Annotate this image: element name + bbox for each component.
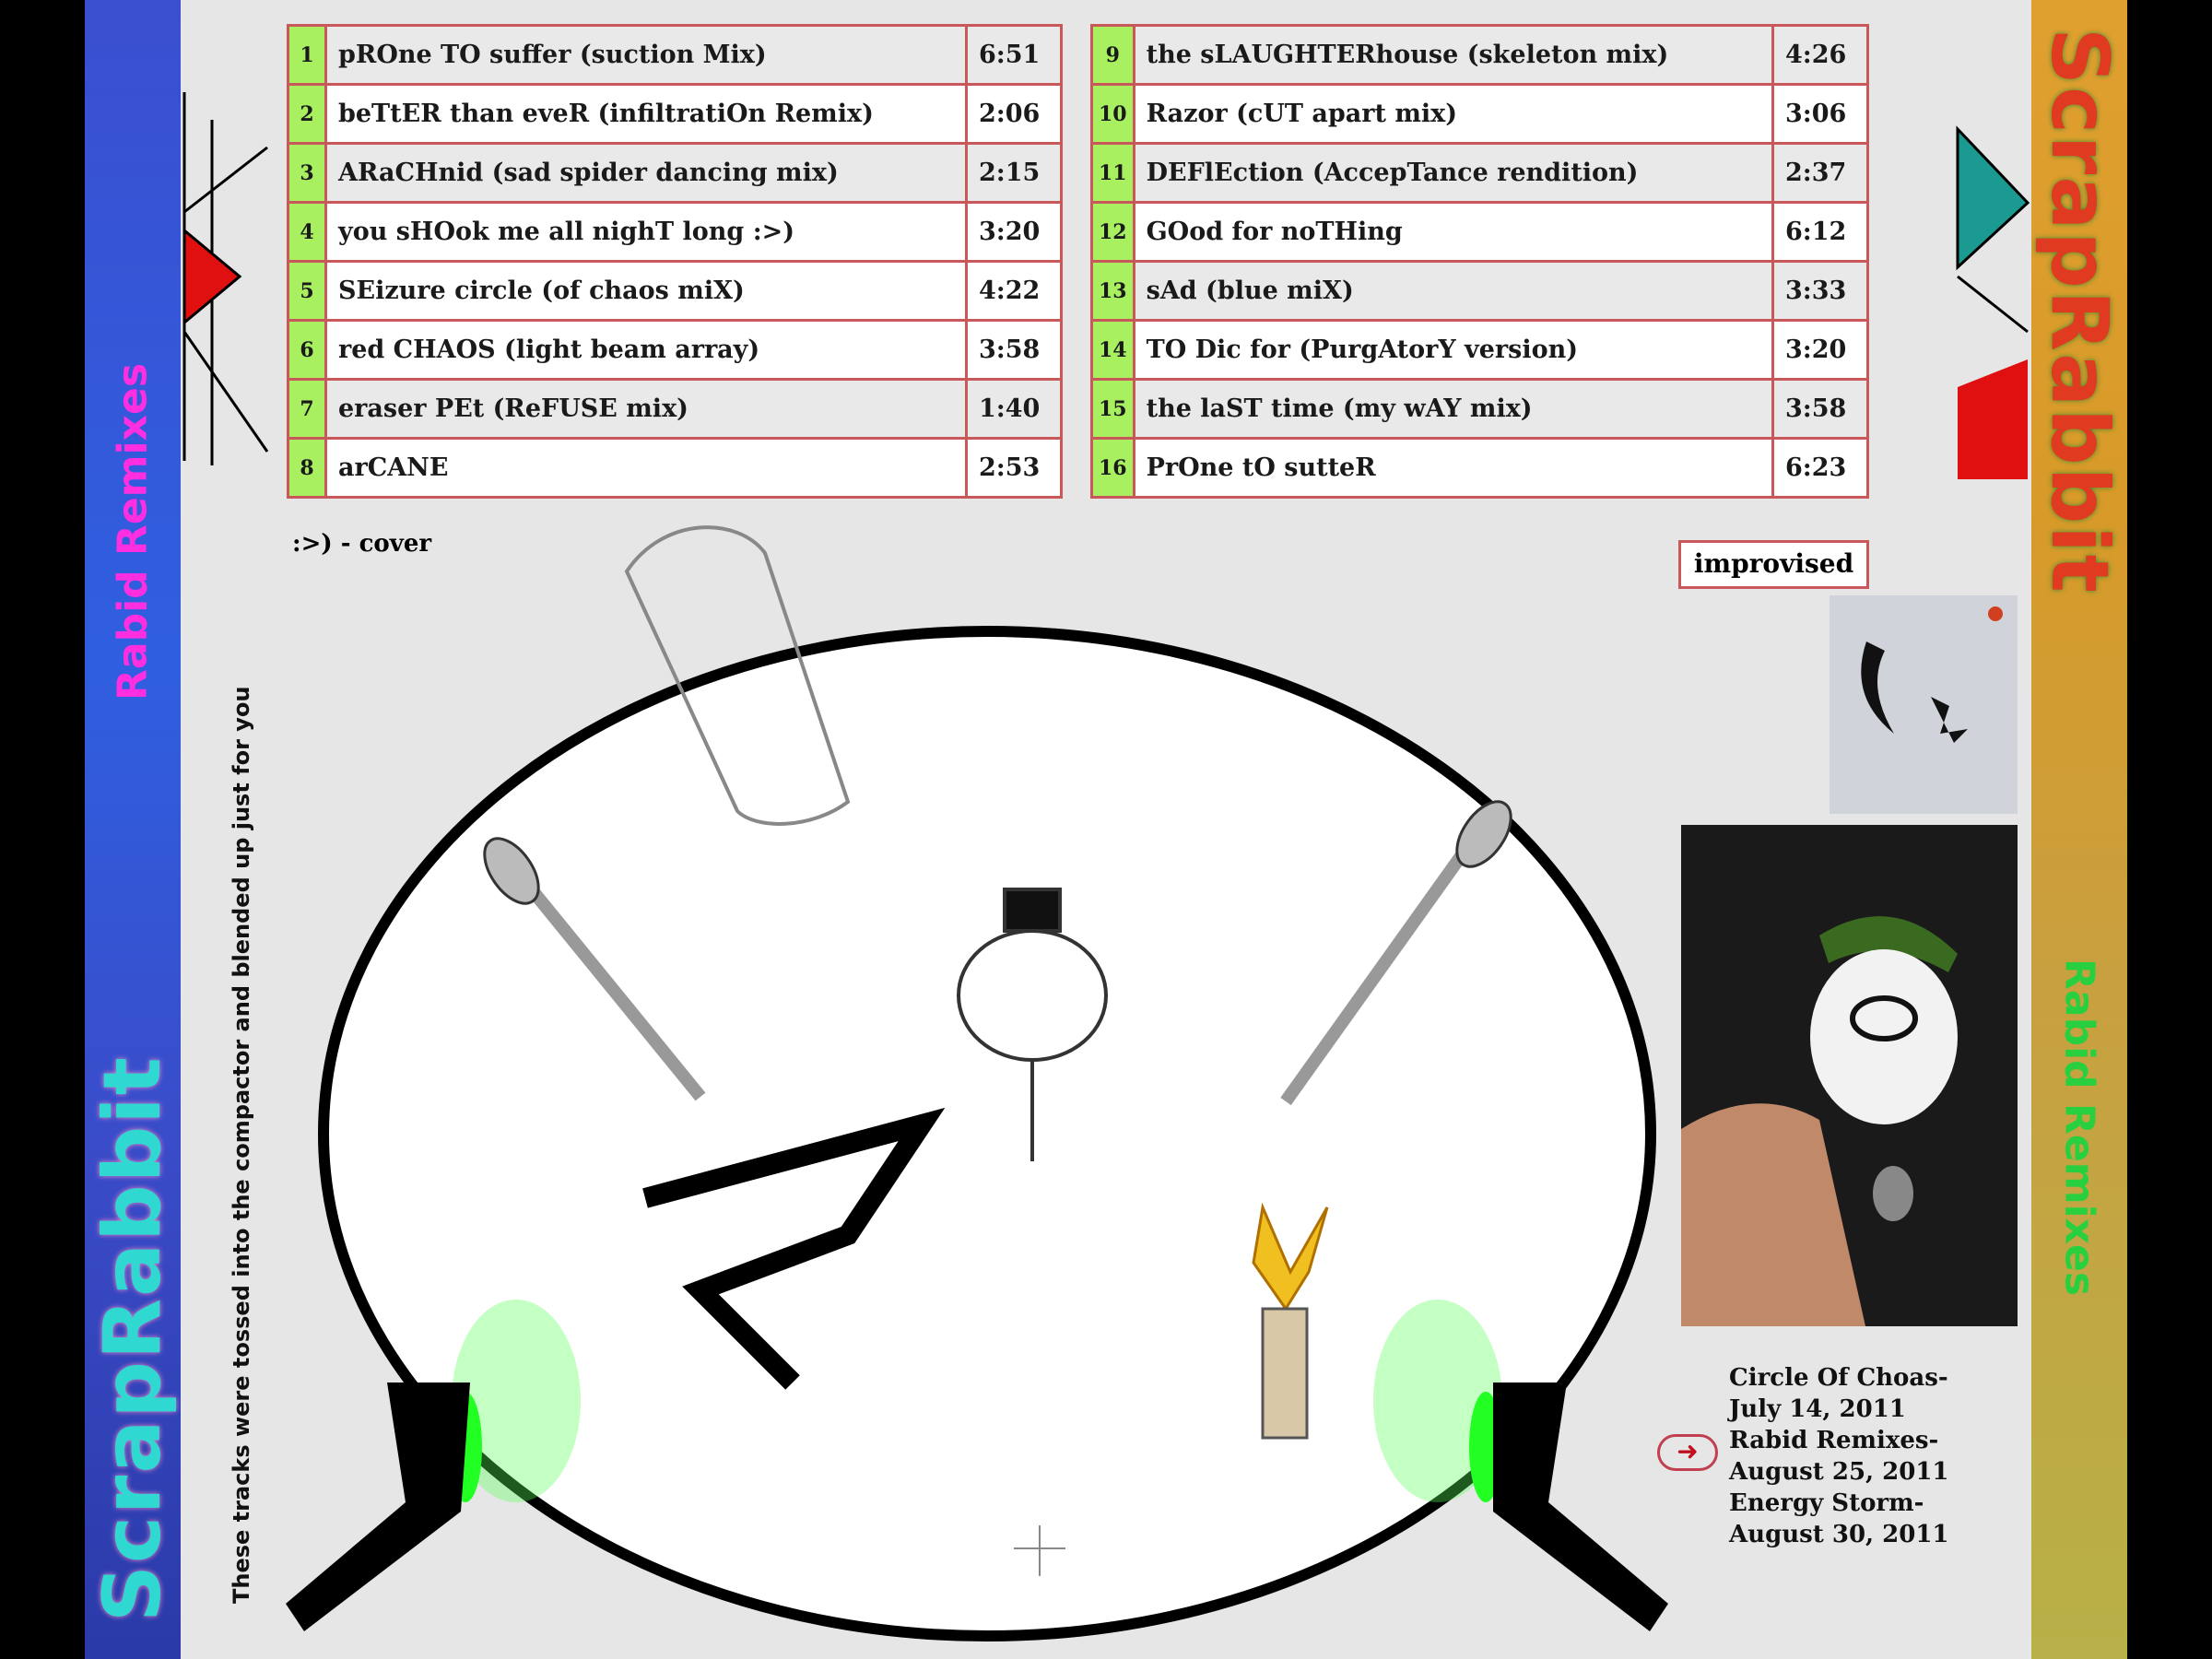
track-number: 9 — [1090, 24, 1135, 86]
track-duration: 6:23 — [1771, 437, 1869, 499]
spine-left-subtitle: Rabid Remixes — [109, 362, 157, 700]
track-duration: 3:06 — [1771, 83, 1869, 145]
speaker-right — [1373, 1300, 1668, 1631]
spine-left: ScrapRabbit Rabid Remixes — [85, 0, 181, 1659]
track-number: 16 — [1090, 437, 1135, 499]
release-name: Rabid Remixes- — [1729, 1427, 1939, 1454]
track-duration: 4:26 — [1771, 24, 1869, 86]
release-date: August 30, 2011 — [1729, 1521, 1949, 1548]
photo-dark-shape — [1830, 595, 2018, 814]
cover-note: :>) - cover — [292, 530, 432, 558]
release-name: Circle Of Choas- — [1729, 1364, 1948, 1392]
track-title: DEFlEction (AccepTance rendition) — [1132, 142, 1775, 204]
improvised-label: improvised — [1678, 540, 1869, 589]
torch-drawing — [1252, 1202, 1329, 1440]
crosshair-icon — [1014, 1525, 1065, 1576]
track-duration: 3:58 — [1771, 378, 1869, 440]
release-name: Energy Storm- — [1729, 1489, 1924, 1517]
track-duration: 1:40 — [965, 378, 1063, 440]
track-title: the laST time (my wAY mix) — [1132, 378, 1775, 440]
track-number: 7 — [287, 378, 327, 440]
photo-performer — [1681, 825, 2018, 1326]
track-duration: 3:33 — [1771, 260, 1869, 322]
track-number: 1 — [287, 24, 327, 86]
track-duration: 2:15 — [965, 142, 1063, 204]
track-duration: 6:51 — [965, 24, 1063, 86]
decor-triangles-right — [1956, 125, 2030, 479]
track-title: arCANE — [324, 437, 968, 499]
track-duration: 2:06 — [965, 83, 1063, 145]
speaker-left — [286, 1300, 581, 1631]
track-number: 6 — [287, 319, 327, 381]
track-title: eraser PEt (ReFUSE mix) — [324, 378, 968, 440]
track-number: 14 — [1090, 319, 1135, 381]
release-date: August 25, 2011 — [1729, 1458, 1949, 1486]
track-number: 3 — [287, 142, 327, 204]
trash-can-drawing — [624, 525, 851, 826]
decor-triangles-left — [182, 92, 269, 465]
right-arrow-icon: ➜ — [1657, 1434, 1718, 1471]
track-number: 11 — [1090, 142, 1135, 204]
track-number: 4 — [287, 201, 327, 263]
track-title: ARaCHnid (sad spider dancing mix) — [324, 142, 968, 204]
side-caption: These tracks were tossed into the compac… — [229, 686, 254, 1604]
track-title: the sLAUGHTERhouse (skeleton mix) — [1132, 24, 1775, 86]
track-duration: 4:22 — [965, 260, 1063, 322]
track-title: red CHAOS (light beam array) — [324, 319, 968, 381]
track-number: 13 — [1090, 260, 1135, 322]
release-date: July 14, 2011 — [1729, 1395, 1906, 1423]
track-duration: 2:37 — [1771, 142, 1869, 204]
black-scribble — [642, 1107, 946, 1390]
track-title: you sHOok me all nighT long :>) — [324, 201, 968, 263]
spotlight-right — [1280, 800, 1512, 1106]
track-title: GOod for noTHing — [1132, 201, 1775, 263]
track-number: 10 — [1090, 83, 1135, 145]
track-title: TO Dic for (PurgAtorY version) — [1132, 319, 1775, 381]
track-number: 12 — [1090, 201, 1135, 263]
track-duration: 6:12 — [1771, 201, 1869, 263]
spine-right: ScrapRabbit Rabid Remixes — [2031, 0, 2127, 1659]
spine-right-title: ScrapRabbit — [2033, 28, 2125, 594]
spine-right-subtitle: Rabid Remixes — [2055, 959, 2103, 1297]
track-number: 5 — [287, 260, 327, 322]
track-title: SEizure circle (of chaos miX) — [324, 260, 968, 322]
track-duration: 3:58 — [965, 319, 1063, 381]
track-number: 15 — [1090, 378, 1135, 440]
rabbit-singer-drawing — [957, 888, 1108, 1161]
track-duration: 3:20 — [965, 201, 1063, 263]
stage-circle — [318, 626, 1656, 1641]
track-title: pROne TO suffer (suction Mix) — [324, 24, 968, 86]
track-title: sAd (blue miX) — [1132, 260, 1775, 322]
track-title: Razor (cUT apart mix) — [1132, 83, 1775, 145]
track-number: 2 — [287, 83, 327, 145]
track-number: 8 — [287, 437, 327, 499]
track-title: PrOne tO sutteR — [1132, 437, 1775, 499]
track-title: beTtER than eveR (infiltratiOn Remix) — [324, 83, 968, 145]
spine-left-title: ScrapRabbit — [87, 1055, 179, 1622]
track-duration: 3:20 — [1771, 319, 1869, 381]
track-duration: 2:53 — [965, 437, 1063, 499]
spotlight-left — [483, 837, 706, 1101]
